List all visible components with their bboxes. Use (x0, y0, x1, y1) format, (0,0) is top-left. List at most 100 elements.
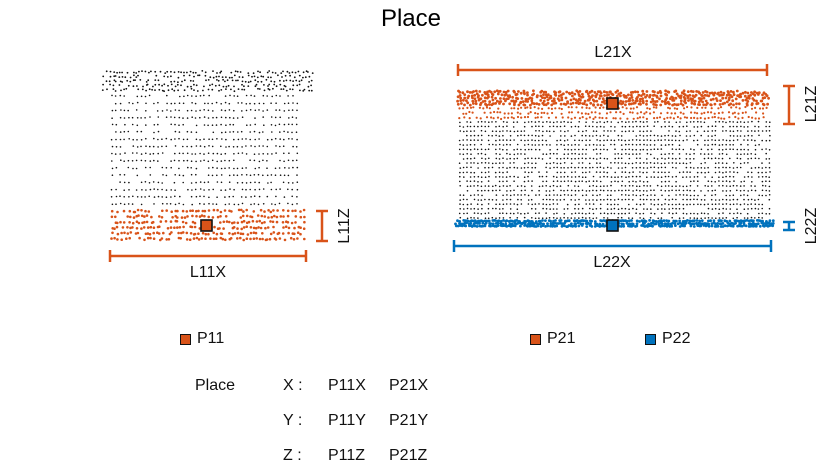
cloud-point (639, 217, 641, 219)
cloud-point (178, 159, 180, 162)
l11z-dimension (316, 209, 328, 243)
cloud-point (499, 97, 502, 100)
cloud-point (632, 117, 635, 120)
cloud-point (462, 148, 465, 151)
cloud-point (524, 157, 526, 160)
cloud-point (657, 198, 660, 201)
cloud-point (157, 123, 159, 126)
cloud-point (286, 221, 290, 224)
cloud-point (526, 106, 529, 109)
cloud-point (177, 76, 180, 79)
cloud-point (664, 134, 666, 137)
cloud-point (629, 107, 633, 110)
cloud-point (302, 208, 306, 212)
cloud-point (307, 71, 309, 73)
cloud-point (607, 135, 609, 137)
cloud-point (535, 102, 539, 106)
cloud-point (261, 232, 264, 235)
cloud-point (241, 181, 244, 184)
cloud-point (722, 190, 724, 192)
cloud-point (166, 203, 168, 205)
cloud-point (513, 212, 515, 215)
cloud-point (671, 162, 674, 164)
cloud-point (182, 102, 185, 105)
cloud-point (132, 195, 134, 198)
cloud-point (549, 203, 551, 206)
cloud-point (543, 96, 547, 100)
cloud-point (559, 194, 562, 197)
cloud-point (768, 198, 771, 201)
cloud-point (487, 139, 490, 142)
cloud-point (584, 125, 587, 127)
cloud-point (722, 171, 724, 174)
cloud-point (131, 116, 134, 119)
cloud-point (212, 231, 215, 235)
cloud-point (707, 185, 709, 187)
cloud-point (157, 160, 159, 162)
cloud-point (192, 71, 195, 74)
cloud-point (671, 221, 674, 225)
cloud-point (149, 225, 153, 229)
cloud-point (190, 145, 193, 148)
cloud-point (740, 153, 742, 156)
cloud-point (636, 96, 639, 99)
cloud-point (704, 185, 706, 187)
cloud-point (717, 112, 721, 115)
cloud-point (722, 130, 724, 132)
cloud-point (216, 138, 218, 140)
cloud-point (506, 121, 508, 123)
row-z-axis: Z : (283, 447, 302, 464)
cloud-point (589, 166, 591, 169)
cloud-point (704, 139, 706, 142)
cloud-point (462, 194, 465, 196)
cloud-point (161, 84, 164, 87)
cloud-point (484, 166, 486, 169)
cloud-point (573, 116, 577, 119)
cloud-point (238, 76, 241, 78)
cloud-point (509, 203, 512, 205)
cloud-point (224, 196, 226, 198)
cloud-point (178, 202, 180, 205)
cloud-point (754, 125, 756, 128)
cloud-point (538, 120, 540, 123)
cloud-point (598, 112, 601, 115)
cloud-point (743, 135, 746, 137)
cloud-point (556, 176, 558, 178)
cloud-point (157, 188, 159, 191)
cloud-point (556, 162, 558, 165)
cloud-point (250, 203, 252, 206)
cloud-point (669, 116, 672, 119)
cloud-point (707, 190, 709, 192)
cloud-point (687, 99, 690, 102)
cloud-point (630, 219, 633, 222)
cloud-point (765, 175, 767, 178)
cloud-point (557, 94, 561, 98)
cloud-point (282, 145, 285, 147)
cloud-point (480, 129, 483, 132)
cloud-point (538, 203, 540, 205)
cloud-point (733, 180, 735, 182)
cloud-point (293, 232, 296, 236)
cloud-point (765, 94, 769, 98)
cloud-point (220, 232, 224, 236)
cloud-point (249, 174, 252, 177)
cloud-point (635, 153, 638, 155)
cloud-point (711, 139, 713, 141)
cloud-point (236, 167, 239, 170)
cloud-point (701, 106, 704, 109)
cloud-point (520, 199, 522, 201)
cloud-point (516, 111, 519, 114)
cloud-point (462, 166, 465, 169)
cloud-point (675, 207, 677, 210)
cloud-point (567, 180, 569, 182)
cloud-point (578, 162, 580, 164)
cloud-point (463, 93, 467, 96)
cloud-point (599, 135, 602, 137)
cloud-point (488, 157, 490, 160)
cloud-point (470, 157, 472, 160)
cloud-point (292, 102, 294, 104)
cloud-point (585, 171, 587, 174)
cloud-point (527, 157, 529, 160)
cloud-point (606, 185, 609, 187)
cloud-point (657, 162, 659, 164)
